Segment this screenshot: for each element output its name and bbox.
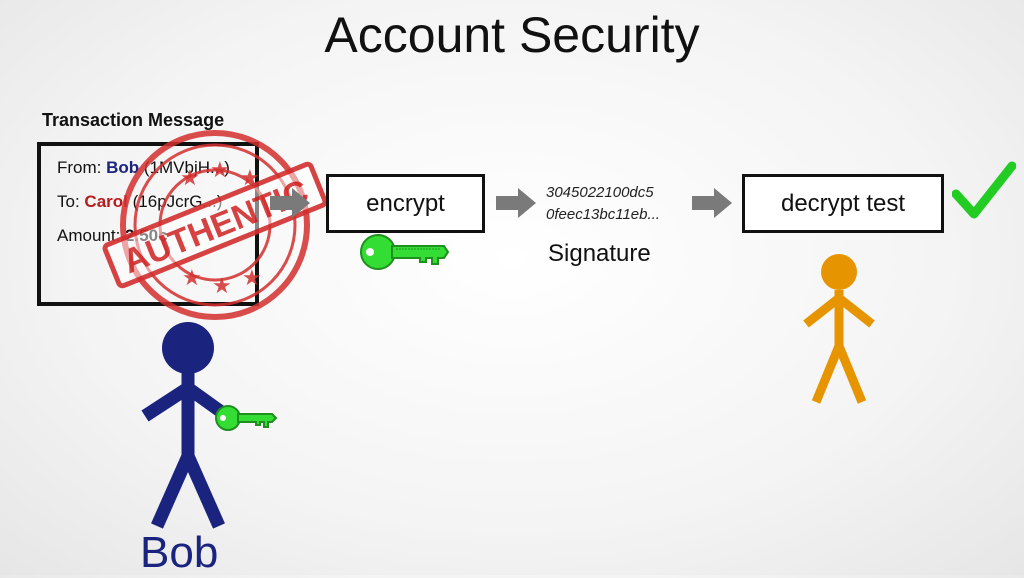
sender-figure xyxy=(141,322,231,529)
to-label: To: xyxy=(57,192,80,211)
to-name: Carol xyxy=(84,192,128,211)
decrypt-test-box: decrypt test xyxy=(742,174,944,233)
page-title: Account Security xyxy=(324,7,700,63)
signature-line-2: 0feec13bc11eb... xyxy=(546,206,660,223)
amount-label: Amount: xyxy=(57,226,121,245)
receiver-figure xyxy=(803,254,875,404)
arrow-right-icon xyxy=(270,188,310,218)
stamp-star: ★ xyxy=(180,165,200,190)
key-icon xyxy=(360,234,450,270)
arrow-right-icon xyxy=(692,188,732,218)
from-label: From: xyxy=(57,158,102,177)
key-icon xyxy=(215,405,278,431)
stamp-star: ★ xyxy=(182,265,202,290)
message-heading: Transaction Message xyxy=(42,110,225,130)
signature-value: 3045022100dc5 0feec13bc11eb... xyxy=(546,182,660,226)
signature-line-1: 3045022100dc5 xyxy=(546,184,654,201)
encrypt-box: encrypt xyxy=(326,174,485,233)
stamp-star: ★ xyxy=(212,273,232,298)
arrow-right-icon xyxy=(496,188,536,218)
stamp-star: ★ xyxy=(210,157,230,182)
checkmark-icon xyxy=(952,161,1016,219)
from-name: Bob xyxy=(106,158,140,177)
signature-label: Signature xyxy=(548,240,651,267)
stamp-star: ★ xyxy=(242,265,262,290)
authentic-stamp: ★ ★ ★ ★ ★ ★ AUTHENTIC xyxy=(102,130,328,320)
sender-name-label: Bob xyxy=(140,528,219,577)
